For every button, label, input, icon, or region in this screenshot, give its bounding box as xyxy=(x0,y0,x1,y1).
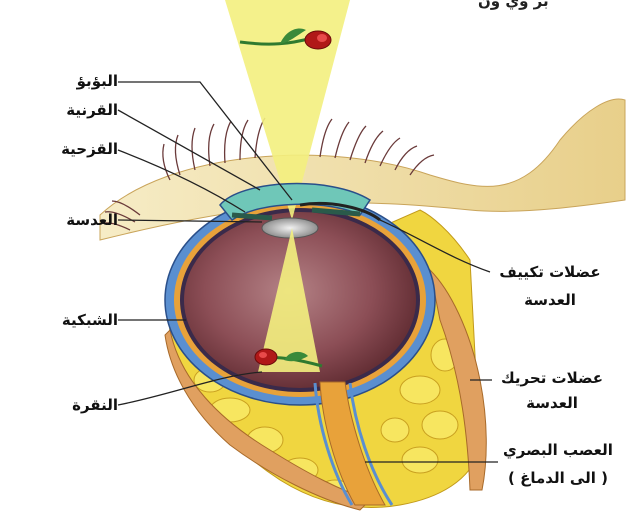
label-motor-line1: عضلات تحريك xyxy=(492,368,612,388)
label-fovea: النقرة xyxy=(72,395,118,415)
iris xyxy=(232,215,272,218)
label-iris: القزحية xyxy=(61,139,118,159)
label-motor-line2: العدسة xyxy=(492,393,612,413)
top-fragment-text: بر وي ون xyxy=(478,0,549,10)
label-pupil: البؤبؤ xyxy=(77,71,118,91)
label-ciliary-line1: عضلات تكييف xyxy=(490,262,610,282)
label-optic-line1: العصب البصري xyxy=(496,440,620,460)
label-optic-line2: ( الى الدماغ ) xyxy=(496,468,620,488)
label-retina: الشبكية xyxy=(62,310,118,330)
label-ciliary-line2: العدسة xyxy=(490,290,610,310)
label-lens: العدسة xyxy=(66,210,118,230)
lens xyxy=(262,218,318,238)
label-cornea: القرنية xyxy=(66,100,118,120)
